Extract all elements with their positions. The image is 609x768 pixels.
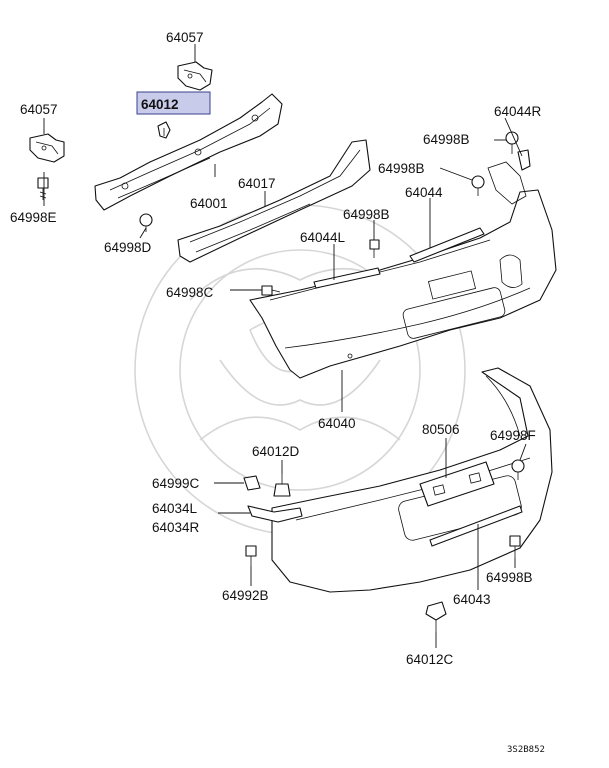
label-64044[interactable]: 64044 [405,185,443,200]
reinforcement-64001[interactable] [94,93,283,211]
molding-64044[interactable] [409,227,485,263]
label-64012D[interactable]: 64012D [252,444,300,459]
bolt-64998B-2[interactable] [471,175,485,196]
diagram-code: 3S2B852 [507,745,545,755]
label-64001[interactable]: 64001 [190,196,228,211]
bolt-64998B-4[interactable] [509,535,521,558]
bracket-64034[interactable] [247,505,303,523]
label-64999C[interactable]: 64999C [152,476,200,491]
label-64057-left[interactable]: 64057 [20,102,58,117]
label-64044R[interactable]: 64044R [494,104,542,119]
label-64057-top[interactable]: 64057 [166,30,204,45]
molding-64044L[interactable] [313,267,381,289]
bracket-64057-top[interactable] [177,61,213,91]
lower-bumper[interactable] [271,367,553,593]
bolt-64998C[interactable] [261,285,281,296]
label-64998B-3[interactable]: 64998B [343,207,390,222]
label-64998D[interactable]: 64998D [104,240,152,255]
label-64998F[interactable]: 64998F [490,428,536,443]
label-64012: 64012 [141,97,179,112]
highlighted-part-64012[interactable]: 64012 [136,91,211,115]
label-64017[interactable]: 64017 [238,176,276,191]
bracket-80506[interactable] [419,461,495,507]
clip-64012C[interactable] [425,601,447,632]
bolt-64992B[interactable] [245,545,257,566]
bolt-64998B-3[interactable] [369,239,380,258]
label-64034R[interactable]: 64034R [152,520,200,535]
absorber-64017[interactable] [177,139,371,263]
bolt-64012[interactable] [157,121,171,139]
label-64998C[interactable]: 64998C [166,285,214,300]
label-64998B-1[interactable]: 64998B [423,132,470,147]
molding-64043[interactable] [429,505,523,547]
part-labels: 64057 64057 64998E 64001 64998D 64017 64… [10,30,545,755]
label-80506[interactable]: 80506 [422,422,460,437]
clip-64012D[interactable] [273,474,291,497]
bracket-64057-left[interactable] [29,133,65,163]
clip-64999C[interactable] [243,475,261,491]
label-64992B[interactable]: 64992B [222,588,269,603]
label-64040[interactable]: 64040 [318,416,356,431]
label-64044L[interactable]: 64044L [300,230,346,245]
label-64043[interactable]: 64043 [453,592,491,607]
bolt-64998D[interactable] [139,213,153,232]
label-64998B-4[interactable]: 64998B [486,570,533,585]
label-64034L[interactable]: 64034L [152,501,198,516]
label-64998B-2[interactable]: 64998B [378,161,425,176]
bracket-64044R[interactable] [517,149,531,171]
label-64998E[interactable]: 64998E [10,210,57,225]
bolt-64998E[interactable] [37,177,49,200]
leader-lines [43,117,527,648]
label-64012C[interactable]: 64012C [406,652,454,667]
bolt-64998F[interactable] [511,459,525,480]
